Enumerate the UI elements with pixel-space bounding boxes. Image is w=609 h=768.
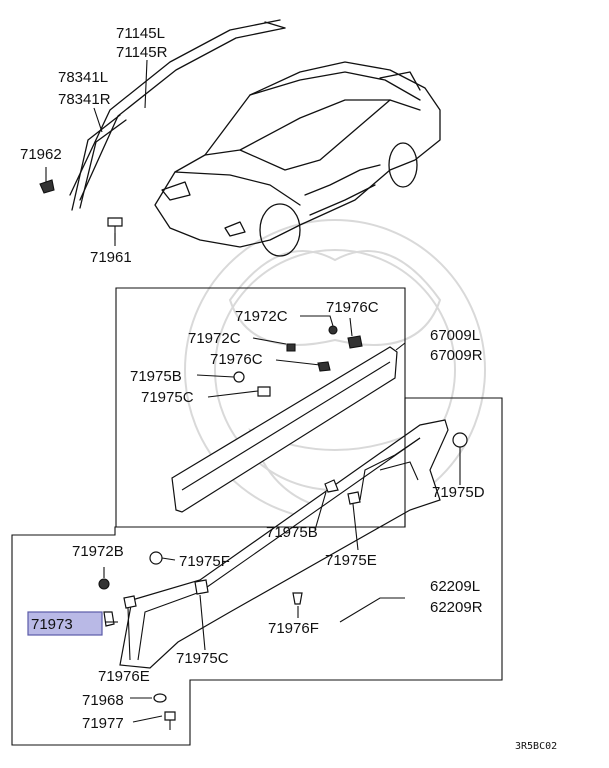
box-62209 (11, 397, 503, 746)
label-71145r[interactable]: 71145R (116, 44, 168, 61)
fasteners (98, 325, 468, 730)
label-71976c-b[interactable]: 71976C (210, 351, 263, 368)
label-71972b[interactable]: 71972B (72, 543, 124, 560)
label-71972c-b[interactable]: 71972C (188, 330, 241, 347)
highlight-71973 (27, 611, 103, 636)
label-67009r[interactable]: 67009R (430, 347, 483, 364)
label-62209r[interactable]: 62209R (430, 599, 483, 616)
label-62209l[interactable]: 62209L (430, 578, 480, 595)
label-71975e[interactable]: 71975E (325, 552, 377, 569)
label-71962[interactable]: 71962 (20, 146, 62, 163)
label-78341r[interactable]: 78341R (58, 91, 111, 108)
label-71975b-b[interactable]: 71975B (266, 524, 318, 541)
label-71968[interactable]: 71968 (82, 692, 124, 709)
label-71977[interactable]: 71977 (82, 715, 124, 732)
garnish-62209 (119, 419, 449, 669)
car-illustration (154, 61, 441, 257)
label-71976c-a[interactable]: 71976C (326, 299, 379, 316)
drip-moulding-78341 (71, 114, 127, 211)
label-71976e[interactable]: 71976E (98, 668, 150, 685)
diagram-code: 3R5BC02 (515, 741, 557, 752)
clip-71962 (39, 179, 55, 194)
label-71961[interactable]: 71961 (90, 249, 132, 266)
moulding-67009 (171, 346, 398, 513)
label-71975f[interactable]: 71975F (179, 553, 230, 570)
label-71975c-b[interactable]: 71975C (176, 650, 229, 667)
roof-moulding-71145 (69, 19, 286, 201)
label-71975d[interactable]: 71975D (432, 484, 485, 501)
label-71145l[interactable]: 71145L (116, 25, 165, 42)
label-71975c-a[interactable]: 71975C (141, 389, 194, 406)
label-71976f[interactable]: 71976F (268, 620, 319, 637)
screw-71961 (107, 217, 123, 240)
label-71975b-a[interactable]: 71975B (130, 368, 182, 385)
label-67009l[interactable]: 67009L (430, 327, 480, 344)
label-71973[interactable]: 71973 (31, 616, 73, 633)
leader-lines (45, 59, 461, 723)
label-71972c-a[interactable]: 71972C (235, 308, 288, 325)
part-labels: 71145L 71145R 78341L 78341R 71962 71961 … (20, 25, 557, 752)
label-78341l[interactable]: 78341L (58, 69, 108, 86)
